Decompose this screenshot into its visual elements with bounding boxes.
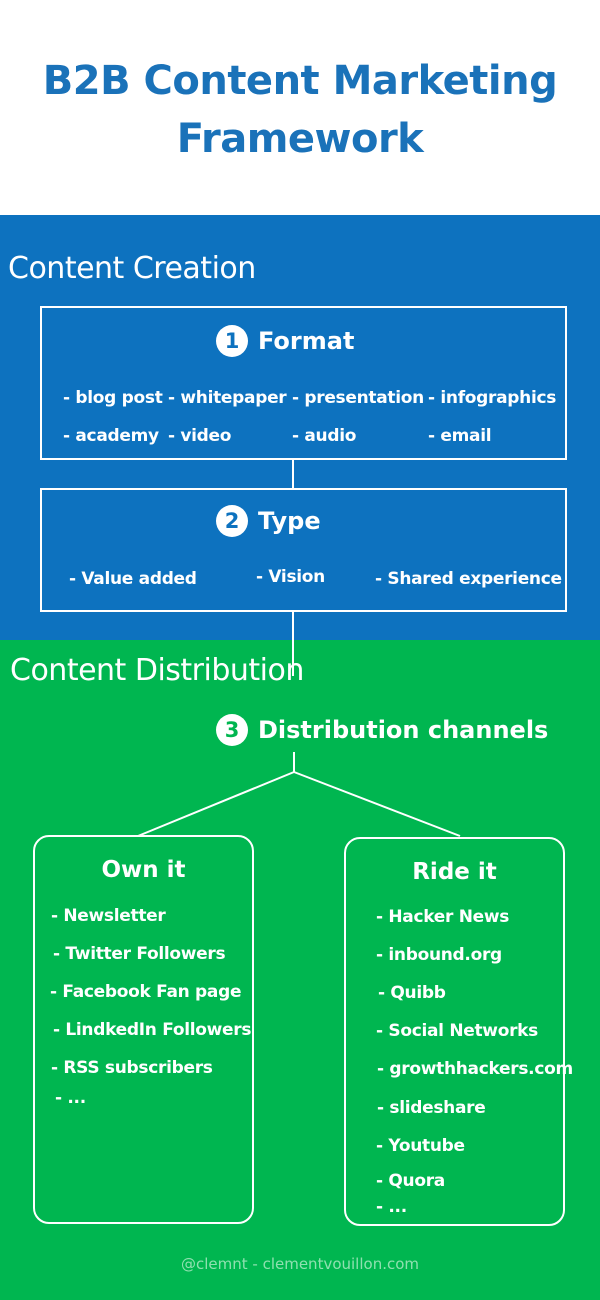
format-item: - presentation [292,388,424,408]
content-creation-section: Content Creation 1 Format - blog post - … [0,215,600,640]
connector-line [292,460,294,488]
own-it-item: - LindkedIn Followers [53,1020,252,1040]
type-box: 2 Type - Value added - Vision - Shared e… [40,488,567,612]
connector-line [292,612,294,640]
format-item: - email [428,426,492,446]
ride-it-item: - growthhackers.com [377,1059,573,1079]
format-heading: 1 Format [216,325,354,357]
own-it-item: - Facebook Fan page [50,982,242,1002]
format-item: - video [168,426,232,446]
header: B2B Content Marketing Framework [0,0,600,215]
page-title-line1: B2B Content Marketing [42,58,558,104]
format-item: - whitepaper [168,388,287,408]
step-number-1: 1 [216,325,248,357]
distribution-channels-heading: 3 Distribution channels [216,714,548,746]
type-item: - Shared experience [375,569,562,589]
page-title: B2B Content Marketing Framework [0,52,600,168]
ride-it-item: - Social Networks [376,1021,538,1041]
ride-it-item: - Quora [376,1171,445,1191]
content-distribution-section: Content Distribution 3 Distribution chan… [0,640,600,1300]
format-item: - audio [292,426,357,446]
type-label: Type [258,507,321,535]
type-item: - Value added [69,569,197,589]
branch-lines [137,752,461,837]
own-it-item: - Newsletter [51,906,166,926]
format-label: Format [258,327,355,355]
format-item: - academy [63,426,159,446]
format-item: - infographics [428,388,557,408]
distribution-channels-label: Distribution channels [258,716,549,744]
step-number-3: 3 [216,714,248,746]
ride-it-item: - inbound.org [376,945,502,965]
ride-it-item: - slideshare [377,1098,486,1118]
ride-it-title: Ride it [412,859,497,885]
format-box: 1 Format - blog post - whitepaper - pres… [40,306,567,460]
page-title-line2: Framework [176,116,424,162]
own-it-title: Own it [101,857,186,883]
own-it-item: - ... [55,1088,86,1108]
step-number-2: 2 [216,505,248,537]
own-it-item: - RSS subscribers [51,1058,213,1078]
format-item: - blog post [63,388,163,408]
own-it-item: - Twitter Followers [53,944,226,964]
footer-credit: @clemnt - clementvouillon.com [180,1255,419,1273]
type-item: - Vision [256,567,325,587]
content-creation-title: Content Creation [8,251,256,286]
ride-it-item: - Hacker News [376,907,510,927]
ride-it-item: - Quibb [378,983,446,1003]
ride-it-box: Ride it - Hacker News - inbound.org - Qu… [344,837,573,1226]
ride-it-item: - ... [376,1197,407,1217]
ride-it-item: - Youtube [376,1136,465,1156]
connector-line [292,640,294,676]
type-heading: 2 Type [216,505,321,537]
content-distribution-title: Content Distribution [10,653,304,688]
own-it-box: Own it - Newsletter - Twitter Followers … [33,835,254,1224]
